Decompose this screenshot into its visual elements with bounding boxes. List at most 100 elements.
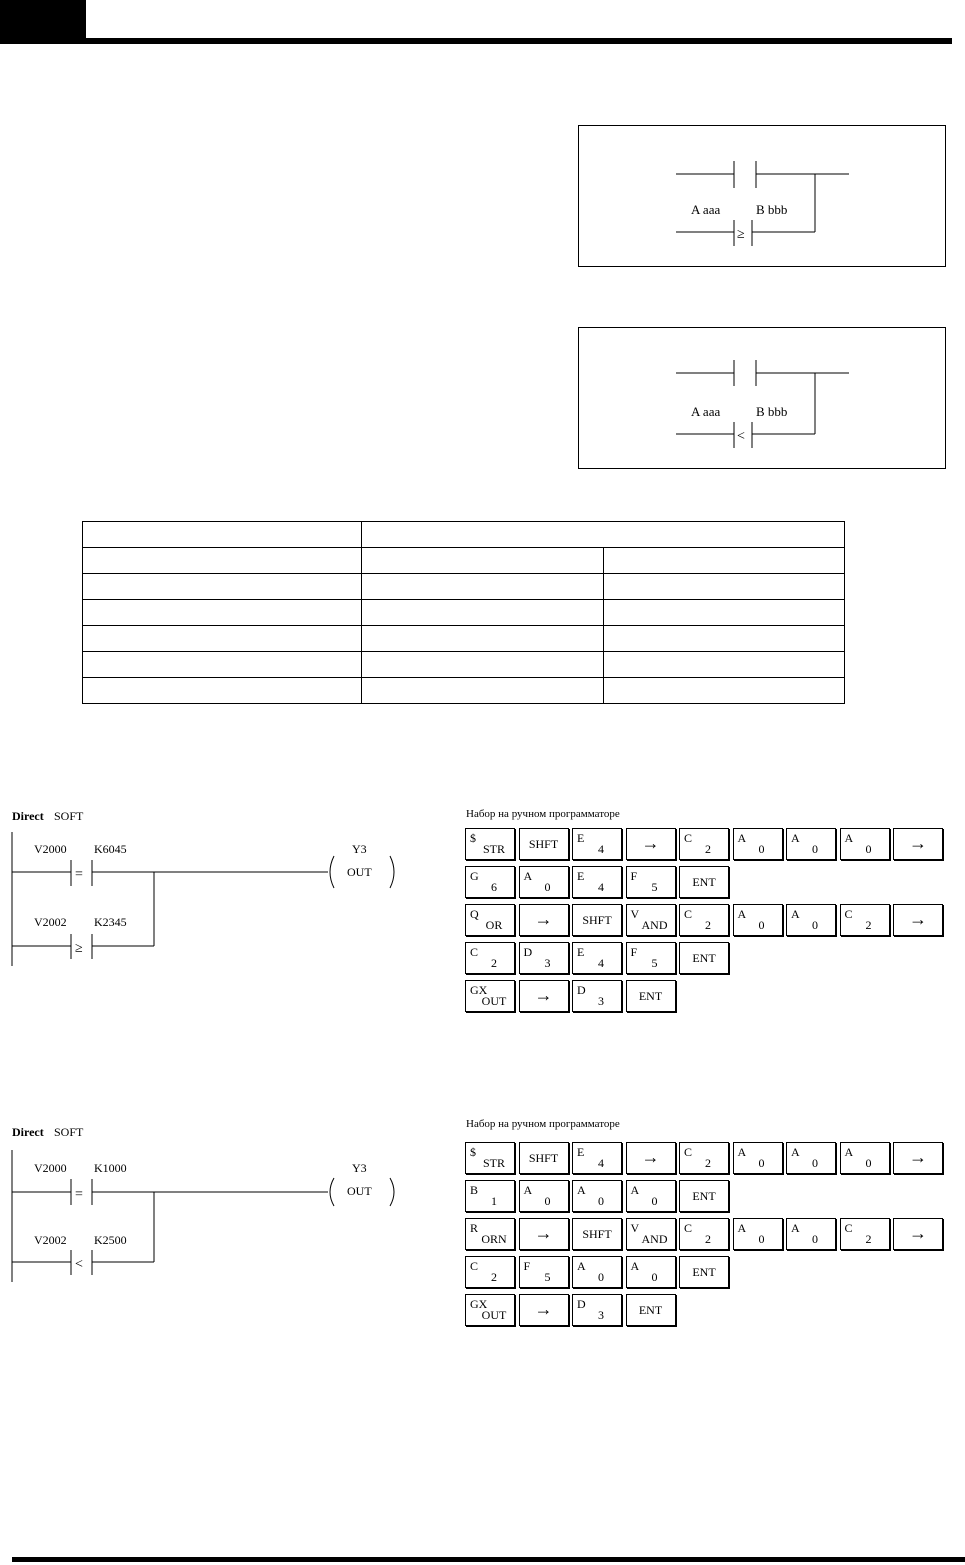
ladder-symbol-lt: A aaa B bbb < [676,360,849,448]
keypad-key-label: → [641,833,660,853]
keypad-key-bottom: 0 [598,1194,604,1208]
brand-soft: SOFT [54,809,84,823]
keypad-key-top: E [577,945,585,959]
keypad-key-top: D [577,983,586,997]
keypad-key-top: R [470,1221,479,1235]
keypad-key[interactable]: → [518,904,569,936]
keypad-key[interactable]: SHFT [518,828,569,860]
keypad-key[interactable]: $STR [465,828,515,860]
keypad-key-label: ENT [638,989,663,1003]
keypad-key[interactable]: → [518,1294,569,1326]
keypad-key-bottom: 0 [598,1270,604,1284]
keypad-key[interactable]: ENT [679,1180,729,1212]
keypad-key-label: → [641,1147,660,1167]
keypad-key[interactable]: → [893,1142,943,1174]
table-row [82,677,845,704]
table-cell [361,651,604,678]
keypad-key-top: A [791,1221,800,1235]
footer-rule [12,1557,965,1562]
keypad-key-bottom: 0 [812,1156,818,1170]
contact2-address: V2002 [34,1233,67,1247]
table-cell [82,651,362,678]
keypad-key-bottom: 0 [651,1194,658,1208]
table-row [82,625,845,652]
keypad-key-bottom: 0 [865,842,872,856]
keypad-key[interactable]: → [893,904,943,936]
keypad-key[interactable]: $STR [465,1142,515,1174]
keypad-key-label: SHFT [528,837,559,851]
keypad-key-bottom: 0 [812,842,818,856]
keypad-key[interactable]: → [518,980,569,1012]
keypad-key-top: C [684,1221,693,1235]
keypad-key[interactable]: SHFT [572,904,622,936]
keypad-key-bottom: OUT [481,1308,507,1322]
keypad-key[interactable]: ENT [625,1294,676,1326]
keypad-key[interactable]: SHFT [518,1142,569,1174]
keypad-key[interactable]: → [893,1218,943,1250]
keypad-key[interactable]: ENT [679,1256,729,1288]
keypad-key[interactable]: ENT [625,980,676,1012]
keypad-key-bottom: STR [482,842,505,856]
keypad-key-bottom: 4 [598,842,604,856]
keypad-key-bottom: 4 [598,1156,604,1170]
keypad-key-bottom: OR [485,918,503,932]
keypad-key[interactable]: → [893,828,943,860]
keypad-key-bottom: 0 [544,1194,551,1208]
keypad-key-label: SHFT [582,913,612,927]
keypad-key-bottom: 4 [598,880,604,894]
keypad-key[interactable]: → [625,828,676,860]
keypad-key-bottom: 0 [651,1270,658,1284]
keypad-key[interactable]: ENT [679,942,729,974]
keypad-key-top: C [470,1259,479,1273]
ladder-symbol-ge: A aaa B bbb ≥ [676,161,849,246]
keypad-key-top: A [737,907,747,921]
keypad-key[interactable]: ENT [679,866,729,898]
table-row [82,521,845,548]
keypad-key[interactable]: → [625,1142,676,1174]
keypad-key[interactable]: SHFT [572,1218,622,1250]
keypad-key[interactable]: → [518,1218,569,1250]
